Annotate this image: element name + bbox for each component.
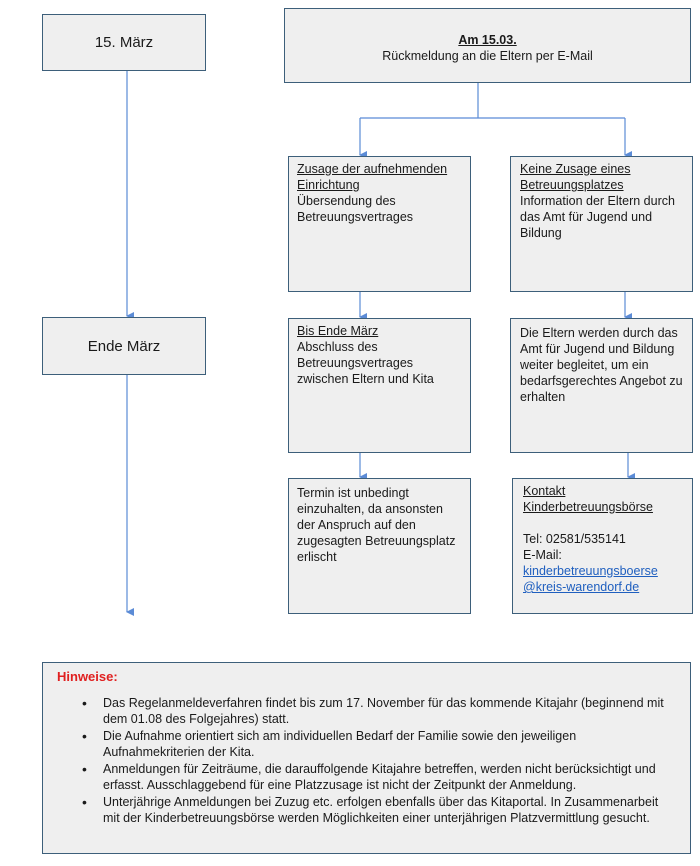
list-item: • Das Regelanmeldeverfahren findet bis z…: [82, 695, 676, 727]
note-text-2: Die Aufnahme orientiert sich am individu…: [103, 729, 577, 759]
date-label-1: 15. März: [94, 34, 154, 51]
left-box-1-text: Übersendung des Betreuungsvertrages: [297, 194, 414, 224]
bullet-icon: •: [82, 761, 87, 777]
right-box-2: Die Eltern werden durch das Amt für Juge…: [510, 318, 693, 453]
right-box-3: Kontakt Kinderbetreuungsbörse Tel: 02581…: [512, 478, 693, 614]
bullet-icon: •: [82, 728, 87, 744]
right-box-1-heading: Keine Zusage eines Betreuungsplatzes: [520, 162, 631, 192]
left-box-3-text: Termin ist unbedingt einzuhalten, da ans…: [297, 486, 456, 564]
date-box-15-maerz: 15. März: [42, 14, 206, 71]
right-box-2-text: Die Eltern werden durch das Amt für Juge…: [520, 326, 683, 404]
left-box-3: Termin ist unbedingt einzuhalten, da ans…: [288, 478, 471, 614]
right-box-1-text: Information der Eltern durch das Amt für…: [520, 194, 675, 240]
left-box-2-text: Abschluss des Betreuungsvertrages zwisch…: [297, 340, 434, 386]
date-label-2: Ende März: [87, 337, 161, 355]
notes-box: Hinweise: • Das Regelanmeldeverfahren fi…: [42, 662, 691, 854]
contact-email-line-1: kinderbetreuungsboerse: [523, 564, 658, 578]
left-box-1: Zusage der aufnehmenden Einrichtung Über…: [288, 156, 471, 292]
note-text-3: Anmeldungen für Zeiträume, die darauffol…: [103, 762, 656, 792]
list-item: • Anmeldungen für Zeiträume, die darauff…: [82, 761, 676, 793]
date-box-ende-maerz: Ende März: [42, 317, 206, 375]
left-box-2: Bis Ende März Abschluss des Betreuungsve…: [288, 318, 471, 453]
list-item: • Unterjährige Anmeldungen bei Zuzug etc…: [82, 794, 676, 826]
note-text-1: Das Regelanmeldeverfahren findet bis zum…: [103, 696, 664, 726]
right-box-1: Keine Zusage eines Betreuungsplatzes Inf…: [510, 156, 693, 292]
top-box-title: Am 15.03.: [458, 33, 517, 47]
contact-email-label: E-Mail:: [523, 548, 562, 562]
right-box-3-heading: Kontakt Kinderbetreuungsbörse: [523, 484, 653, 514]
notes-list: • Das Regelanmeldeverfahren findet bis z…: [43, 695, 690, 826]
left-box-1-heading: Zusage der aufnehmenden Einrichtung: [297, 162, 448, 192]
left-box-2-heading: Bis Ende März: [297, 324, 379, 338]
bullet-icon: •: [82, 794, 87, 810]
top-box: Am 15.03. Rückmeldung an die Eltern per …: [284, 8, 691, 83]
contact-email-line-2: @kreis-warendorf.de: [523, 580, 640, 594]
notes-heading: Hinweise:: [57, 669, 118, 684]
note-text-4: Unterjährige Anmeldungen bei Zuzug etc. …: [103, 795, 659, 825]
contact-phone: Tel: 02581/535141: [523, 532, 626, 546]
bullet-icon: •: [82, 695, 87, 711]
contact-email-link[interactable]: kinderbetreuungsboerse @kreis-warendorf.…: [523, 563, 682, 595]
top-box-text: Rückmeldung an die Eltern per E-Mail: [382, 49, 593, 63]
list-item: • Die Aufnahme orientiert sich am indivi…: [82, 728, 676, 760]
